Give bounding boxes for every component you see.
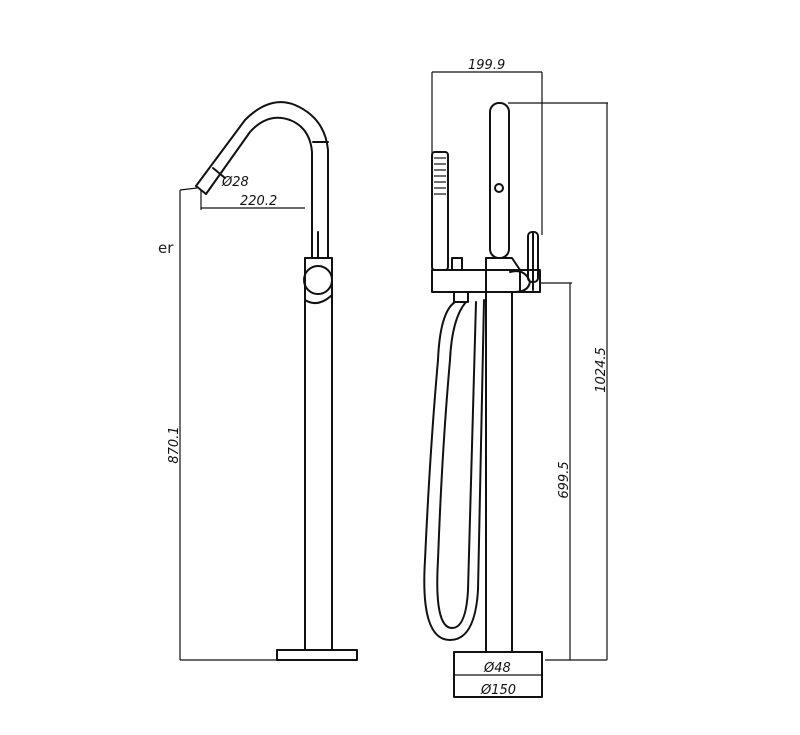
base-diameter-label: Ø150 [480, 683, 516, 698]
spout-diameter-label: Ø28 [221, 175, 249, 190]
gooseneck-inner [205, 116, 313, 259]
right-view: 199.9 1024.5 699.5 [423, 58, 609, 698]
left-view: 870.1 er 220.2 Ø28 [158, 101, 358, 661]
base-plate-left [276, 649, 358, 661]
gooseneck-outer [195, 101, 329, 259]
spout-band [212, 167, 226, 179]
spout-reach-label: 220.2 [240, 194, 277, 209]
width-top-label: 199.9 [468, 58, 505, 73]
hose-outer [423, 299, 485, 641]
left-top-ext [179, 187, 198, 191]
hose-inner [436, 301, 477, 629]
spout-tip [195, 185, 207, 195]
cut-text: er [158, 239, 174, 257]
handset-height-label: 699.5 [557, 461, 572, 498]
valve-body-right [485, 257, 521, 293]
valve-knob-left [303, 265, 333, 295]
pipe-diameter-label: Ø48 [483, 661, 511, 676]
spout-outlet [494, 183, 504, 193]
hose-connector [453, 291, 469, 303]
total-height-label: 1024.5 [594, 347, 609, 393]
height-left-label: 870.1 [167, 426, 182, 463]
hand-shower [431, 151, 449, 271]
valve-knob-right [509, 270, 531, 293]
spout-front [489, 102, 510, 259]
lever-handle [527, 231, 539, 283]
valve-body-left [304, 257, 333, 305]
hand-shower-holder-top [451, 257, 463, 271]
